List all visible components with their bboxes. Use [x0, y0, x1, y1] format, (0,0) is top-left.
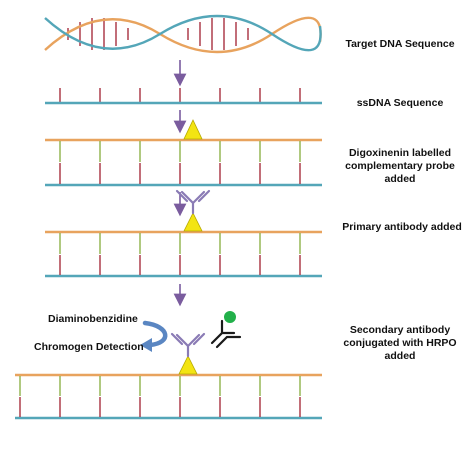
reaction-arrow: [142, 320, 168, 348]
label-diaminobenzidine: Diaminobenzidine: [48, 313, 138, 325]
primary-antibody-hybrid: [45, 189, 322, 278]
digoxigenin-label: [178, 355, 198, 375]
secondary-antibody: [210, 319, 242, 349]
ssdna-strand: [45, 88, 322, 105]
label-ssdna: ssDNA Sequence: [356, 97, 444, 109]
label-secondary-line-1: Secondary antibody: [349, 324, 451, 336]
label-primary: Primary antibody added: [342, 221, 462, 233]
reaction-arrowhead: [140, 338, 152, 352]
label-probe-line-2: complementary probe: [345, 159, 455, 172]
probe-hybrid: [45, 119, 322, 187]
label-secondary: Secondary antibody conjugated with HRPO …: [330, 324, 470, 362]
primary-antibody: [175, 189, 211, 215]
label-secondary-line-2: conjugated with HRPO: [343, 336, 457, 349]
label-secondary-line-3: added: [384, 349, 416, 362]
label-chromogen-detection: Chromogen Detection: [34, 341, 144, 353]
target-dna-helix: [44, 14, 322, 54]
label-probe-line-3: added: [384, 172, 416, 185]
hrpo-enzyme: [224, 311, 236, 323]
primary-antibody: [170, 332, 206, 358]
digoxigenin-label: [183, 119, 203, 140]
helix-strand-blue: [44, 14, 322, 52]
secondary-antibody-hybrid: [15, 311, 322, 420]
label-target-dna: Target DNA Sequence: [345, 38, 455, 50]
digoxigenin-label: [183, 212, 203, 232]
label-probe-line-1: Digoxinenin labelled: [348, 147, 452, 159]
label-probe: Digoxinenin labelled complementary probe…: [330, 147, 470, 185]
helix-strand-orange: [44, 16, 322, 54]
